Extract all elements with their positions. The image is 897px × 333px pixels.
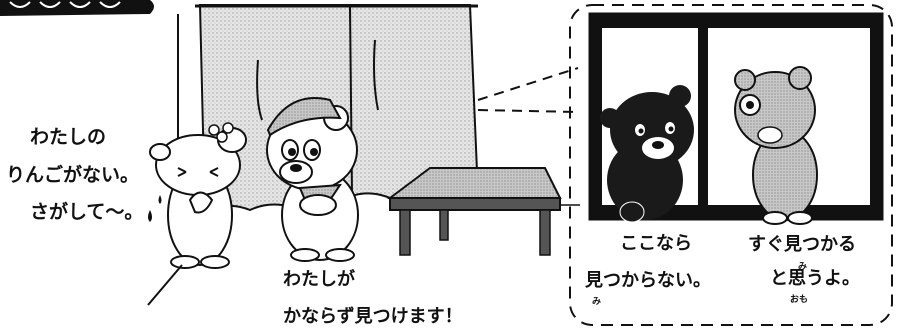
detective-bear-character <box>266 97 359 262</box>
detective-bear-speech-line-1: わたしが <box>283 269 355 290</box>
black-bear-speech-line-1: ここなら <box>620 233 692 254</box>
black-bear-ruby-mi: み <box>592 297 602 307</box>
detective-bear-speech-line-2: かならず見つけます！ <box>283 306 463 327</box>
zoom-panel-border <box>569 4 893 326</box>
gray-bear-ruby-omo: おも <box>790 295 809 305</box>
title-banner-fragment <box>0 0 154 16</box>
black-bear-character <box>600 85 694 223</box>
gray-bear-character <box>734 66 818 225</box>
rabbit-character <box>147 122 247 306</box>
black-bear-speech-line-2: 見つからない。 <box>585 270 711 291</box>
table <box>387 167 580 256</box>
gray-bear-ruby-mi: み <box>798 262 808 272</box>
rabbit-speech-line-2: りんごがない。 <box>6 164 140 186</box>
gray-bear-speech-line-1: すぐ見つかる <box>748 234 856 255</box>
zoom-connector <box>477 67 579 113</box>
rabbit-speech-line-1: わたしの <box>30 126 107 148</box>
gray-bear-speech-line-2: と思うよ。 <box>770 268 860 289</box>
rabbit-speech-line-3: さがして～。 <box>30 201 144 223</box>
